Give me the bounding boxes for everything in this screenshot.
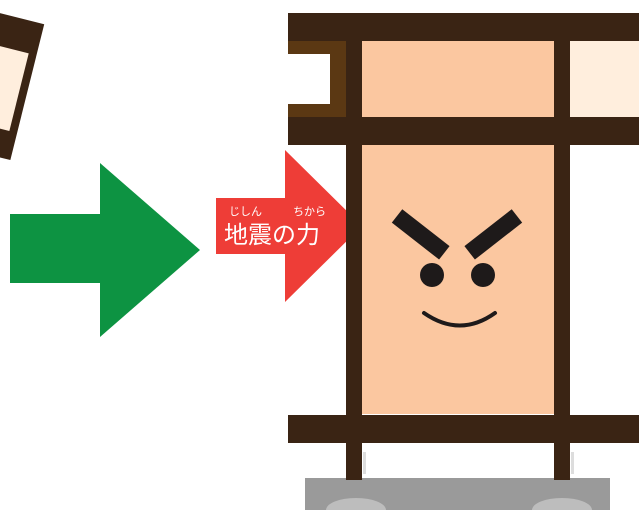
- left-eyebrow: [391, 209, 450, 260]
- ruby-label-left: じしん: [229, 205, 262, 218]
- main-body-panel: [362, 144, 554, 414]
- bottom-beam: [288, 415, 639, 443]
- foot-left: [326, 498, 386, 510]
- top-beam: [288, 13, 639, 41]
- right-eye: [471, 263, 495, 287]
- green-arrow: [10, 163, 200, 337]
- foot-right: [532, 498, 592, 510]
- right-eyebrow: [464, 209, 523, 260]
- tilted-wall-panel: [0, 42, 29, 131]
- upper-panel-right: [570, 40, 639, 118]
- middle-beam: [288, 117, 639, 145]
- right-post: [554, 13, 570, 480]
- upper-panel-left-inner: [288, 54, 330, 104]
- right-post-highlight: [571, 452, 574, 474]
- angry-face: [391, 209, 523, 328]
- upper-panel-center: [362, 40, 554, 118]
- building-frame: [288, 13, 639, 480]
- left-eye: [420, 263, 444, 287]
- smile-mouth: [422, 311, 497, 328]
- tilted-wall-fragment: [0, 9, 45, 161]
- left-post: [346, 13, 362, 480]
- left-post-highlight: [363, 452, 366, 474]
- tilted-wall-frame: [0, 9, 45, 161]
- earthquake-force-label: 地震の力: [224, 221, 320, 249]
- ruby-label-right: ちから: [293, 205, 326, 218]
- red-arrow: [216, 150, 362, 302]
